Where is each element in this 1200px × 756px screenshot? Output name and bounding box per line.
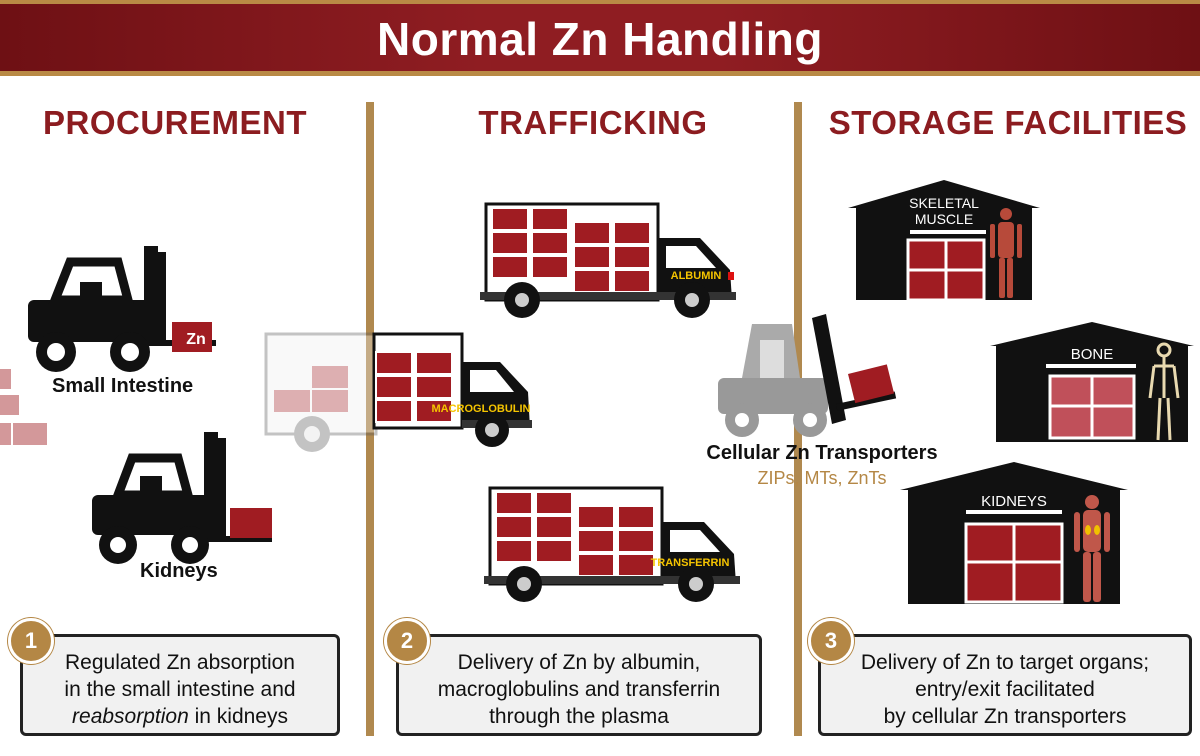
caption-storage-line1: Delivery of Zn to target organs; (860, 651, 1150, 674)
warehouse-kidneys-label: KIDNEYS (981, 493, 1047, 510)
body-kidneys-figure-icon (1074, 495, 1110, 602)
page-title: Normal Zn Handling (377, 13, 823, 65)
heading-storage: STORAGE FACILITIES (828, 104, 1188, 141)
caption-procurement-line1: Regulated Zn absorption (65, 651, 295, 674)
truck-transferrin-label: TRANSFERRIN (651, 557, 730, 569)
caption-reabsorption-emphasis: reabsorption (72, 705, 189, 728)
warehouse-bone-icon (990, 322, 1194, 442)
forklift-cellular-transporter-icon (718, 314, 897, 437)
section-divider-left (366, 102, 374, 736)
forklift-kidneys-icon (92, 432, 272, 564)
caption-storage-line3: by cellular Zn transporters (883, 705, 1127, 728)
caption-procurement-line3: reabsorption in kidneys (23, 703, 337, 730)
title-banner: Normal Zn Handling (0, 0, 1200, 76)
faded-truck-icon (264, 332, 378, 452)
heading-procurement: PROCUREMENT (42, 104, 307, 141)
caption-procurement-line3-rest: in kidneys (188, 705, 288, 728)
caption-trafficking: Delivery of Zn by albumin, macroglobulin… (396, 634, 762, 736)
caption-procurement: Regulated Zn absorption in the small int… (20, 634, 340, 736)
forklift-small-intestine-icon (28, 246, 216, 372)
caption-storage: Delivery of Zn to target organs; entry/e… (818, 634, 1192, 736)
truck-transferrin-icon (484, 486, 740, 602)
step-badge-2: 2 (384, 618, 430, 664)
caption-trafficking-line3: through the plasma (489, 705, 669, 728)
zn-box-label: Zn (186, 331, 206, 348)
warehouse-bone-label: BONE (1071, 346, 1114, 363)
step-badge-3: 3 (808, 618, 854, 664)
truck-macroglobulin-label: MACROGLOBULIN (432, 403, 531, 415)
caption-procurement-line2: in the small intestine and (64, 678, 296, 701)
warehouse-skeletal-muscle-icon (848, 180, 1040, 302)
step-badge-1: 1 (8, 618, 54, 664)
warehouse-muscle-label-line2: MUSCLE (915, 211, 973, 227)
muscle-figure-icon (990, 208, 1022, 298)
truck-albumin-icon (480, 202, 736, 318)
heading-trafficking: TRAFFICKING (478, 104, 708, 141)
warehouse-kidneys-icon (900, 462, 1128, 604)
caption-storage-line2: entry/exit facilitated (915, 678, 1095, 701)
label-kidneys: Kidneys (140, 560, 218, 582)
truck-albumin-label: ALBUMIN (671, 270, 722, 282)
label-cellular-transporters: Cellular Zn Transporters (706, 442, 938, 464)
label-transporter-types: ZIPs, MTs, ZnTs (757, 468, 887, 488)
warehouse-muscle-label-line1: SKELETAL (909, 195, 979, 211)
skeleton-figure-icon (1148, 342, 1180, 441)
caption-trafficking-line2: macroglobulins and transferrin (437, 678, 721, 701)
label-small-intestine: Small Intestine (52, 375, 194, 397)
faded-zn-crates (0, 367, 49, 447)
caption-trafficking-line1: Delivery of Zn by albumin, (457, 651, 701, 674)
truck-macroglobulin-icon (372, 332, 532, 447)
